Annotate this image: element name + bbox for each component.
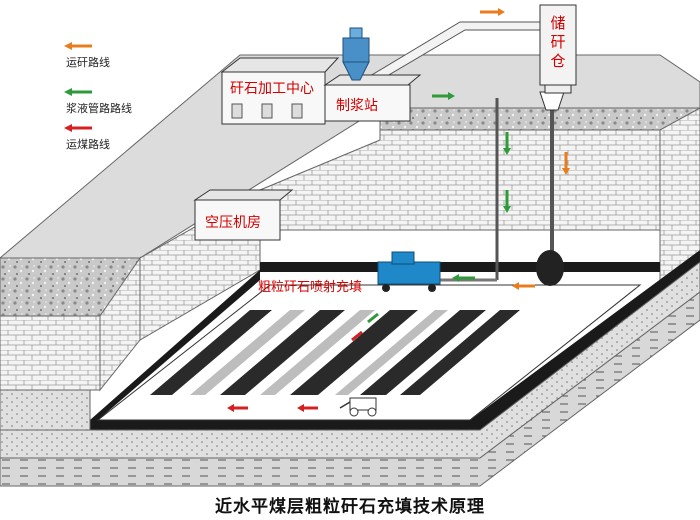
floor-rock-mid — [0, 291, 700, 487]
spraying-machine — [377, 251, 441, 292]
coal-arrow-floor — [351, 330, 363, 342]
compressor-room-roof — [193, 189, 294, 201]
route-arrows — [227, 8, 570, 412]
legend-label-coal: 运煤路线 — [66, 138, 110, 151]
coal-seam-left — [90, 270, 260, 420]
slurry-station-building — [324, 84, 411, 122]
storage-bin-char-1: 储 — [550, 14, 566, 32]
processing-window-3 — [291, 103, 303, 119]
filling-strips — [150, 310, 520, 395]
loader-machine — [339, 397, 377, 417]
processing-window-2 — [261, 103, 273, 119]
floor-rock-top — [0, 261, 700, 459]
legend-label-slurry: 浆液管路路线 — [66, 102, 132, 115]
processing-window-1 — [231, 103, 243, 119]
shaft-bottom-hopper — [536, 250, 564, 286]
left-brick-layer — [0, 315, 101, 391]
floor-rock-bottom — [0, 389, 91, 431]
label-compressor-room: 空压机房 — [205, 215, 261, 231]
storage-bin-char-3: 仓 — [550, 52, 566, 70]
slurry-station-roof — [323, 74, 422, 86]
slurry-silo-top — [349, 27, 363, 39]
storage-bin-building — [539, 4, 577, 86]
diagram-caption: 近水平煤层粗粒矸石充填技术原理 — [215, 497, 485, 517]
processing-center-roof — [220, 57, 340, 73]
slurry-arrow-floor — [367, 312, 379, 324]
ground-surface — [0, 54, 700, 259]
storage-bin-char-2: 矸 — [550, 33, 566, 51]
slurry-silo — [342, 37, 370, 63]
legend-arrows — [64, 42, 92, 132]
label-storage-bin: 储 矸 仓 — [550, 14, 566, 71]
storage-bin-leg — [544, 84, 572, 94]
label-spray-fill: 粗粒矸石喷射充填 — [258, 280, 363, 295]
label-slurry-station: 制浆站 — [336, 98, 378, 114]
legend-label-gangue: 运矸路线 — [66, 56, 110, 69]
label-processing-center: 矸石加工中心 — [230, 81, 314, 97]
slurry-silo-cone — [342, 61, 370, 81]
coal-seam-back — [260, 262, 660, 272]
compressor-room-building — [194, 199, 281, 241]
